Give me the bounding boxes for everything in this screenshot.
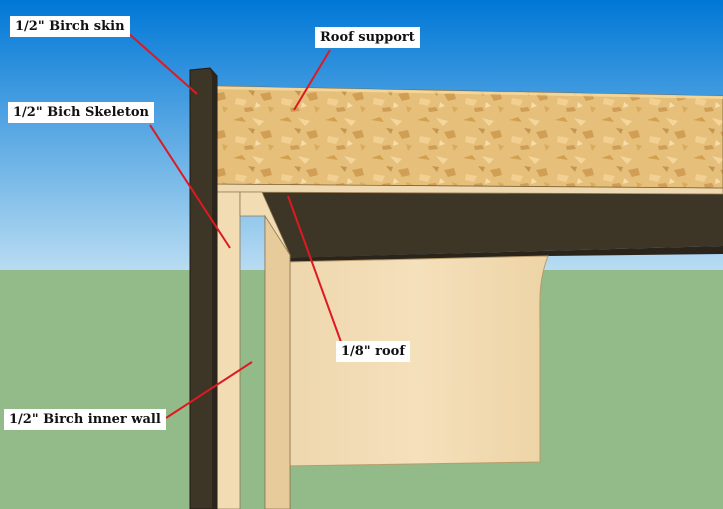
inner-wall-face xyxy=(264,214,291,509)
label-birch-skin: 1/2" Birch skin xyxy=(10,16,130,37)
leader-birch-skeleton xyxy=(149,124,231,249)
leader-lines xyxy=(126,31,342,419)
label-birch-inner-wall: 1/2" Birch inner wall xyxy=(4,409,166,430)
label-roof-support: Roof support xyxy=(315,27,420,48)
birch-skeleton xyxy=(216,191,241,509)
leader-birch-inner-wall xyxy=(165,361,253,419)
birch-skin-edge xyxy=(210,68,217,509)
leader-roof xyxy=(287,195,342,343)
leader-birch-skin xyxy=(126,31,198,95)
roof-support-block xyxy=(209,85,723,189)
label-roof: 1/8" roof xyxy=(336,341,410,362)
roof-support-top-edge xyxy=(210,86,723,99)
leader-roof-support xyxy=(293,49,331,111)
label-birch-skeleton: 1/2" Bich Skeleton xyxy=(8,102,154,123)
roof-sheet xyxy=(285,255,549,467)
inner-roof-beam xyxy=(262,192,723,264)
